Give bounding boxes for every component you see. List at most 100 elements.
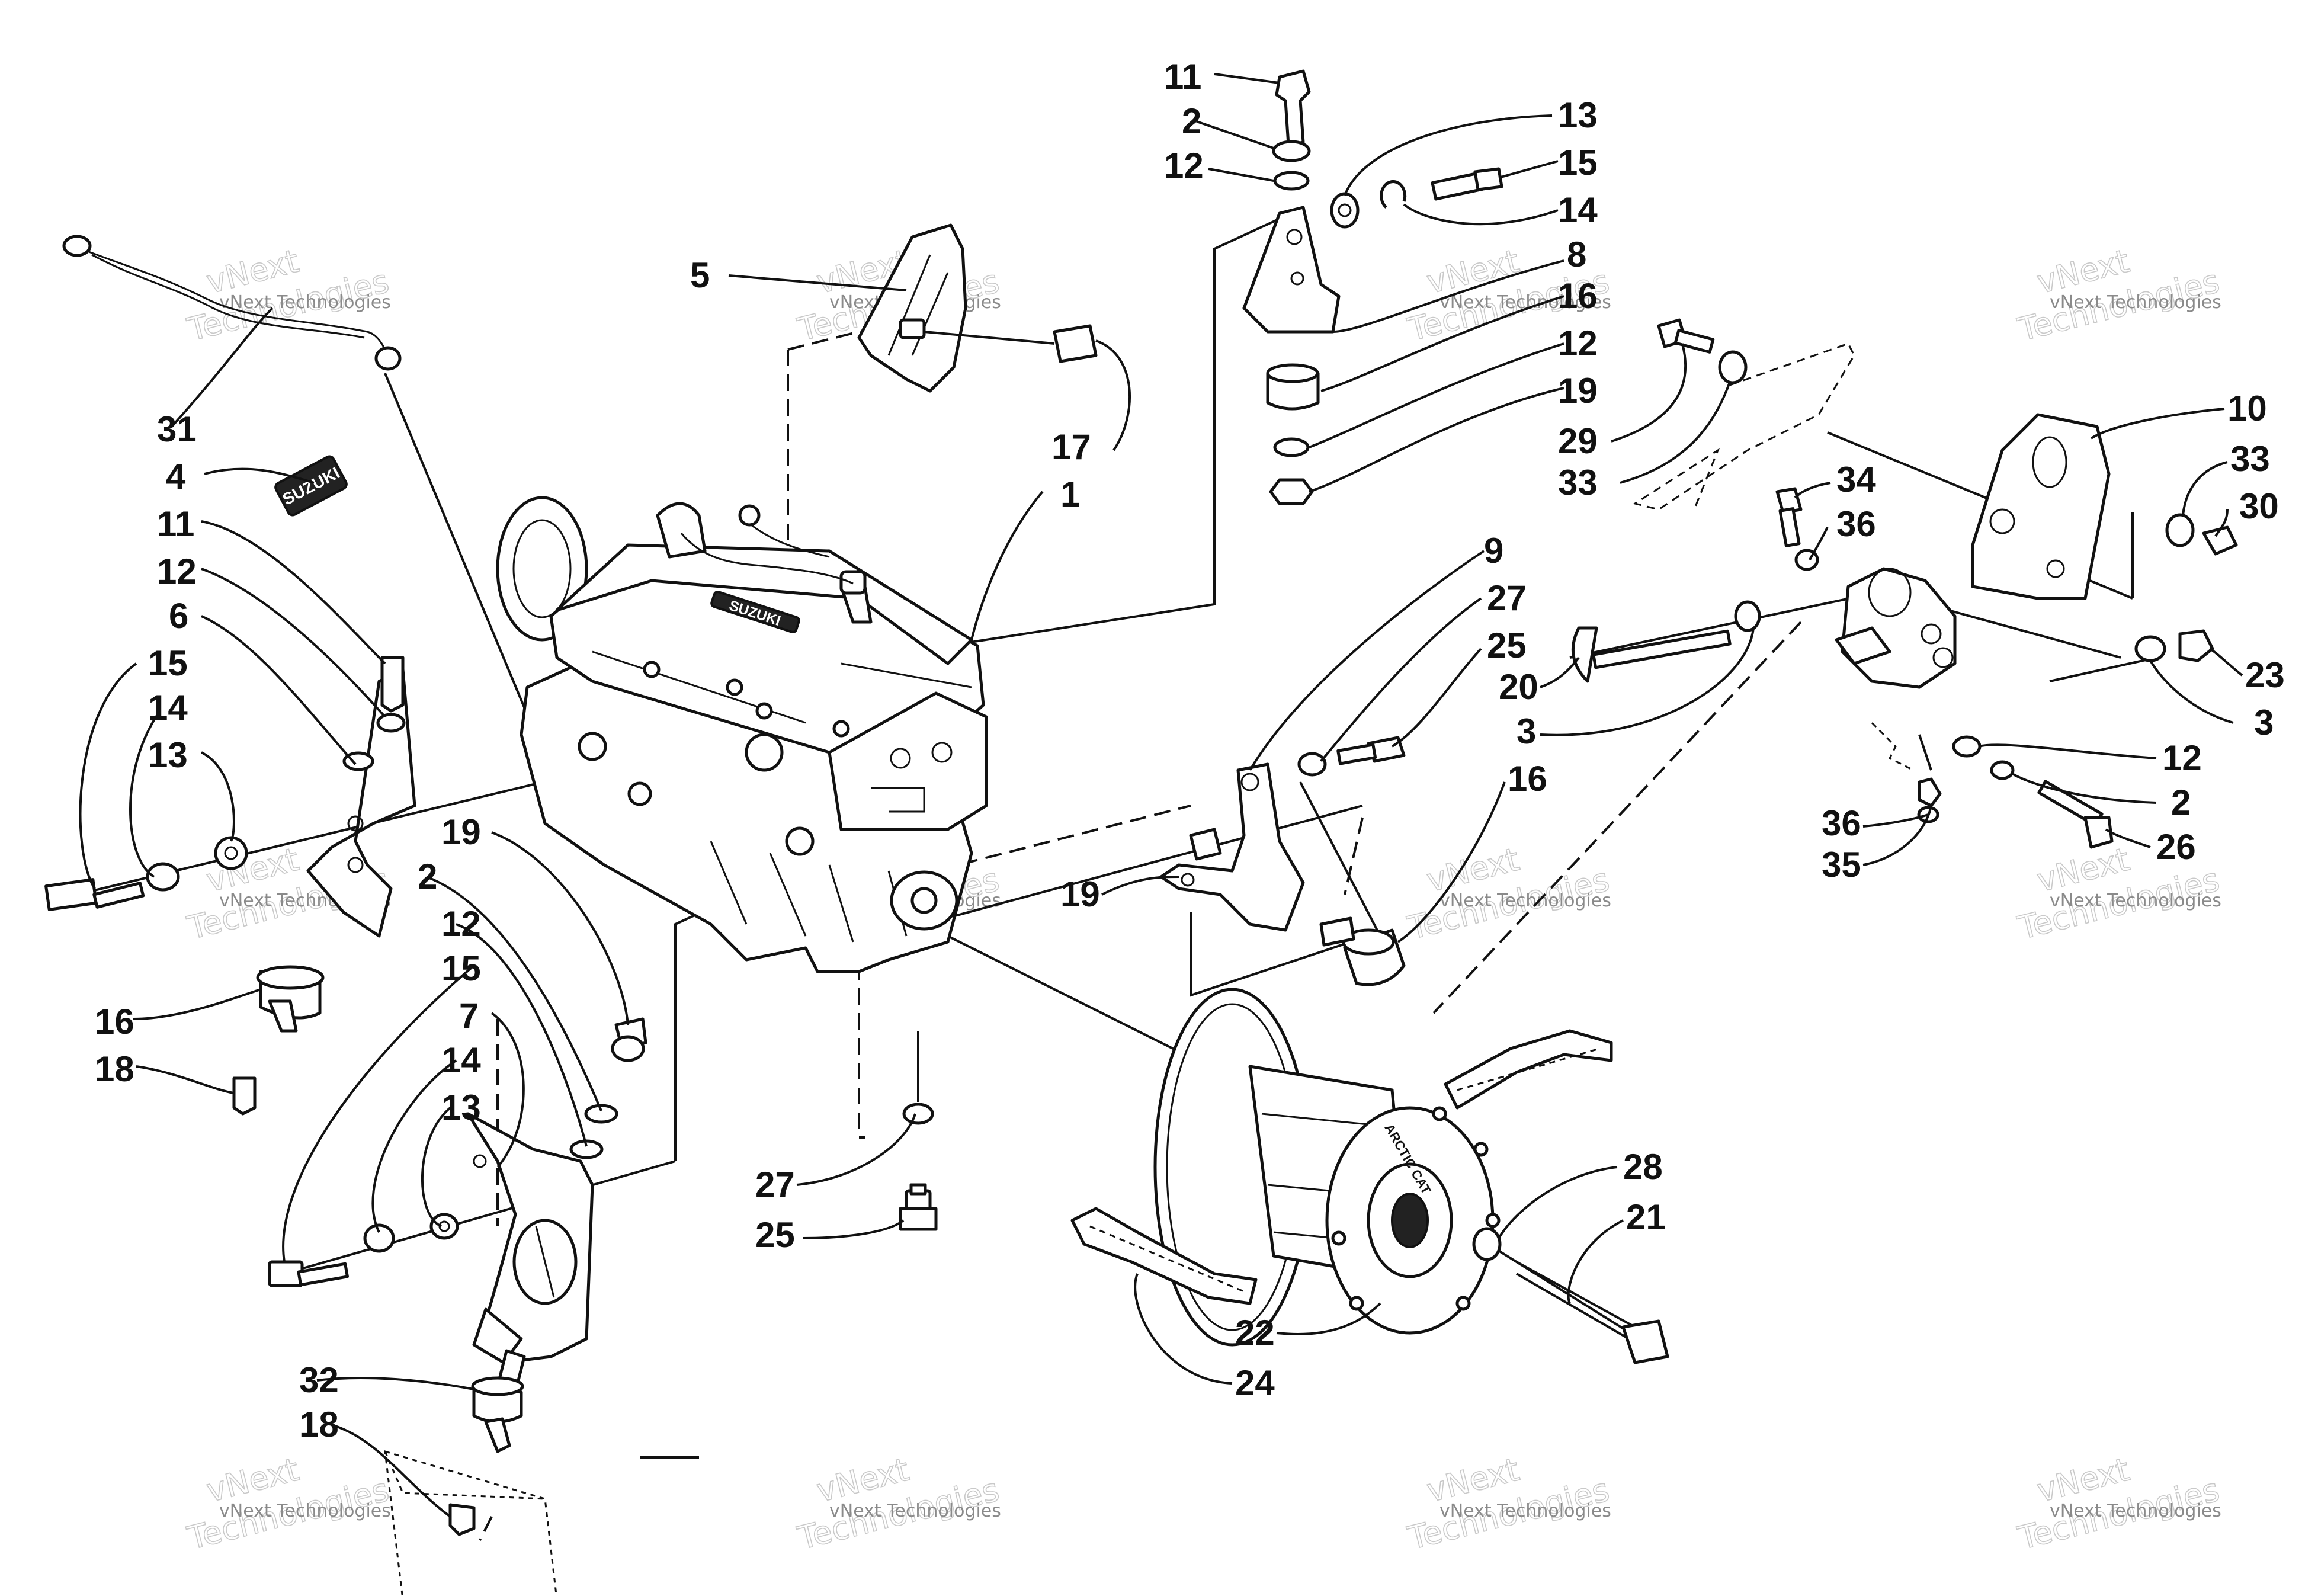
callout-label: 12 — [1164, 146, 1204, 185]
lower-bracket-7 — [466, 1017, 647, 1364]
callout-label: 28 — [1623, 1147, 1663, 1187]
callout-label: 6 — [169, 596, 188, 636]
callout-label: 32 — [299, 1360, 339, 1400]
callout-label: 26 — [2156, 827, 2196, 867]
bolt-25-washer-27 — [899, 1103, 938, 1231]
svg-text:vNext Technologies: vNext Technologies — [2050, 292, 2221, 313]
callout-label: 2 — [418, 857, 437, 896]
watermark-layer: vNext Technologies vNext Technologies vN… — [183, 242, 2223, 1557]
callout-label: 15 — [441, 948, 481, 988]
callout-label: 33 — [2230, 439, 2270, 479]
callout-label: 16 — [1508, 759, 1547, 799]
callout-label: 13 — [1558, 95, 1598, 135]
callout-label: 19 — [1060, 874, 1100, 914]
callout-label: 25 — [755, 1215, 795, 1255]
callout-label: 16 — [1558, 276, 1598, 316]
callout-label: 12 — [441, 904, 481, 944]
lower-bolt-15-14-13 — [268, 1213, 459, 1287]
right-upper-bolt-29-33 — [1633, 318, 1855, 511]
left-bracket-6 — [306, 656, 416, 938]
engine-assembly: SUZUKI — [496, 496, 988, 973]
suzuki-decal: SUZUKI — [274, 455, 348, 517]
watermark: vNext Technologies vNext Technologies — [183, 1450, 393, 1557]
leader-lines — [79, 73, 2243, 1518]
callout-label: 18 — [299, 1405, 339, 1444]
svg-text:vNext Technologies: vNext Technologies — [1439, 890, 1611, 911]
drive-clutch-22: ARCTIC CAT — [1153, 988, 1501, 1347]
callout-label: 9 — [1484, 531, 1503, 571]
watermark: vNext Technologies vNext Technologies — [1403, 840, 1613, 947]
callout-label: 36 — [1836, 504, 1876, 544]
callout-label: 8 — [1567, 235, 1586, 274]
callout-label: 27 — [1487, 578, 1527, 618]
lower-stack-12-2-26 — [1871, 722, 2114, 849]
callout-label: 10 — [2227, 389, 2267, 428]
callout-label: 15 — [148, 643, 188, 683]
svg-text:vNext Technologies: vNext Technologies — [219, 1501, 391, 1521]
drive-belt-24 — [1070, 1029, 1613, 1305]
svg-text:vNext Technologies: vNext Technologies — [2050, 1501, 2221, 1521]
svg-text:vNext Technologies: vNext Technologies — [219, 292, 391, 313]
coil-bracket-5 — [857, 223, 967, 393]
exhaust-bracket-9 — [1159, 736, 1406, 932]
callout-label: 5 — [690, 255, 710, 295]
callout-label: 16 — [95, 1002, 134, 1041]
callout-label: 34 — [1836, 460, 1876, 499]
svg-text:vNext Technologies: vNext Technologies — [2050, 890, 2221, 911]
callout-label: 11 — [157, 504, 194, 544]
callout-label: 2 — [2171, 783, 2191, 822]
callout-label: 22 — [1235, 1313, 1275, 1353]
callout-label: 13 — [441, 1088, 481, 1127]
watermark: vNext Technologies vNext Technologies — [2014, 1450, 2223, 1557]
callout-label: 17 — [1051, 427, 1091, 467]
callout-label: 21 — [1626, 1197, 1666, 1237]
left-mount-16-18 — [232, 965, 325, 1116]
callout-label: 12 — [2162, 738, 2202, 778]
callout-label: 11 — [1164, 57, 1201, 97]
callout-label: 24 — [1235, 1363, 1275, 1403]
callout-label: 14 — [148, 688, 188, 728]
mount-16-centre — [1319, 916, 1406, 986]
connector-17 — [924, 324, 1131, 451]
callout-label: 15 — [1558, 143, 1598, 182]
callout-label: 18 — [95, 1049, 134, 1089]
callout-label: 4 — [166, 457, 186, 496]
long-bolt-20 — [1571, 600, 1761, 683]
callout-label: 25 — [1487, 626, 1527, 665]
callout-label: 29 — [1558, 421, 1598, 461]
callout-label: 12 — [1558, 323, 1598, 363]
right-bolt-34-36 — [1775, 487, 1819, 571]
callout-label: 36 — [1822, 803, 1861, 843]
callout-label: 31 — [157, 409, 197, 449]
watermark: vNext Technologies vNext Technologies — [793, 1450, 1003, 1557]
callout-label: 2 — [1182, 101, 1201, 141]
callout-label: 30 — [2239, 486, 2279, 526]
wiring-lead-31 — [62, 235, 402, 371]
left-bolt-15-14-13 — [44, 836, 248, 911]
watermark: vNext Technologies vNext Technologies — [2014, 242, 2223, 349]
right-mount-bracket-10 — [1835, 413, 2111, 689]
callout-label: 13 — [148, 735, 188, 775]
callout-label: 23 — [2245, 655, 2285, 695]
callout-label: 3 — [1517, 712, 1536, 751]
watermark: vNext Technologies vNext Technologies — [183, 242, 393, 349]
callout-label: 33 — [1558, 463, 1598, 502]
callout-label: 27 — [755, 1165, 795, 1204]
callout-labels: 11 2 12 13 15 14 8 16 12 19 5 17 1 31 4 … — [95, 57, 2285, 1444]
clutch-bolt-21-washer-28 — [1472, 1227, 1669, 1364]
callout-label: 20 — [1499, 667, 1538, 707]
callout-label: 19 — [1558, 371, 1598, 411]
svg-text:vNext Technologies: vNext Technologies — [1439, 1501, 1611, 1521]
lower-mount-32-18 — [384, 1349, 557, 1596]
watermark: vNext Technologies vNext Technologies — [1403, 1450, 1613, 1557]
callout-label: 7 — [459, 996, 479, 1036]
side-bolt-13-15-14 — [1330, 167, 1503, 229]
callout-label: 19 — [441, 812, 481, 852]
callout-label: 35 — [1822, 845, 1861, 884]
callout-label: 14 — [441, 1040, 481, 1080]
svg-text:vNext Technologies: vNext Technologies — [829, 1501, 1001, 1521]
callout-label: 12 — [157, 552, 197, 591]
callout-label: 14 — [1558, 190, 1598, 230]
mount-stack-top — [1242, 69, 1341, 505]
